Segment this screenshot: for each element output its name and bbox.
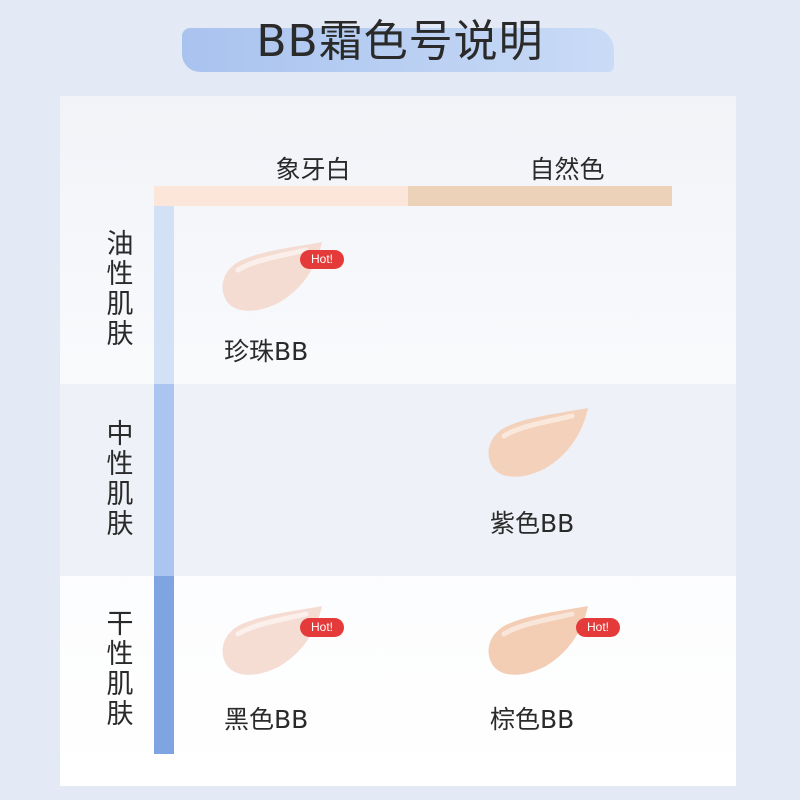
- product-name-purple: 紫色BB: [490, 509, 575, 538]
- column-bar-natural: [408, 186, 672, 206]
- row-bar-oily: [154, 206, 174, 384]
- page-title: BB霜色号说明: [256, 16, 544, 67]
- column-header-natural: 自然色: [529, 155, 605, 184]
- product-name-black: 黑色BB: [224, 705, 309, 734]
- cream-swatch-icon: [222, 242, 322, 311]
- swatch-pearl-bb: [218, 240, 330, 316]
- title-area: BB霜色号说明: [0, 0, 800, 95]
- product-name-pearl: 珍珠BB: [224, 337, 309, 366]
- product-name-brown: 棕色BB: [490, 705, 575, 734]
- swatch-purple-bb: [484, 406, 596, 482]
- row-bar-normal: [154, 384, 174, 576]
- hot-badge: Hot!: [300, 250, 344, 269]
- row-label-normal: 中性肌肤: [106, 419, 134, 540]
- hot-badge: Hot!: [576, 618, 620, 637]
- swatch-brown-bb: [484, 604, 596, 680]
- cream-swatch-icon: [488, 606, 588, 675]
- hot-badge: Hot!: [300, 618, 344, 637]
- shade-chart-card: 象牙白 自然色 油性肌肤 中性肌肤 干性肌肤 Hot! 珍珠BB 紫色BB Ho…: [60, 96, 736, 786]
- title-brush-stroke: [182, 28, 614, 72]
- row-bar-dry: [154, 576, 174, 754]
- cream-swatch-icon: [222, 606, 322, 675]
- row-label-dry: 干性肌肤: [106, 609, 134, 730]
- column-header-ivory: 象牙白: [275, 155, 351, 184]
- column-bar-ivory: [154, 186, 408, 206]
- cream-swatch-icon: [488, 408, 588, 477]
- swatch-black-bb: [218, 604, 330, 680]
- row-label-oily: 油性肌肤: [106, 229, 134, 350]
